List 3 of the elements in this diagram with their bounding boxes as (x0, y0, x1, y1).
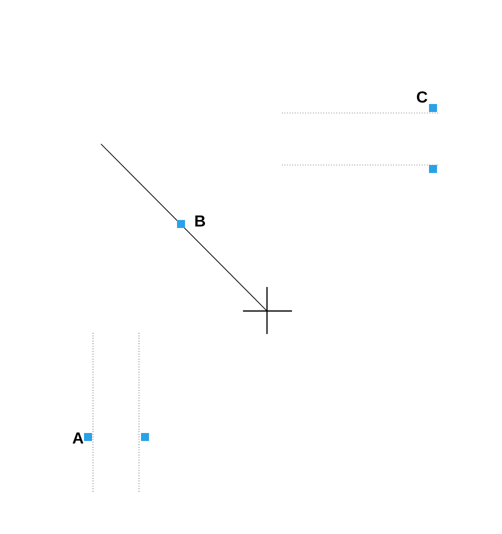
point-label: A (72, 432, 84, 444)
point-label: C (416, 91, 428, 103)
point-label: B (195, 216, 206, 226)
